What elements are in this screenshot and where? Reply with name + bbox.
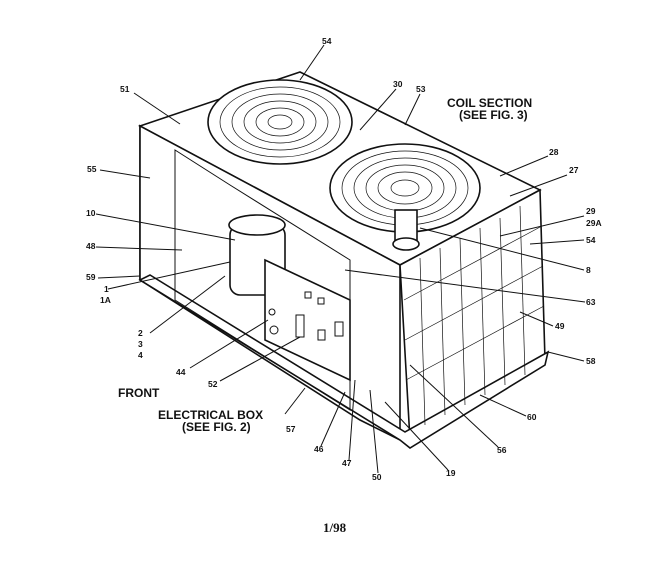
label-52: 52 <box>208 379 218 389</box>
label-2: 2 <box>138 328 143 338</box>
leader-lines <box>95 44 586 474</box>
label-54-side: 54 <box>586 235 596 245</box>
label-50: 50 <box>372 472 382 482</box>
front-caption: FRONT <box>118 386 160 400</box>
label-55: 55 <box>87 164 97 174</box>
label-48: 48 <box>86 241 96 251</box>
label-1A: 1A <box>100 295 111 305</box>
label-49: 49 <box>555 321 565 331</box>
label-8: 8 <box>586 265 591 275</box>
label-44: 44 <box>176 367 186 377</box>
electrical-box <box>264 258 351 382</box>
label-4: 4 <box>138 350 143 360</box>
front-fan-grille <box>329 143 481 233</box>
label-63: 63 <box>586 297 596 307</box>
label-28: 28 <box>549 147 559 157</box>
label-53: 53 <box>416 84 426 94</box>
coil-section-caption: COIL SECTION <box>447 96 532 110</box>
label-47: 47 <box>342 458 352 468</box>
coil-section-ref: (SEE FIG. 3) <box>459 108 528 122</box>
label-51: 51 <box>120 84 130 94</box>
label-27: 27 <box>569 165 579 175</box>
label-30: 30 <box>393 79 403 89</box>
electrical-box-ref: (SEE FIG. 2) <box>182 420 251 434</box>
label-19: 19 <box>446 468 456 478</box>
coil-fins <box>403 205 545 426</box>
rear-fan-grille <box>207 79 353 165</box>
label-54-top: 54 <box>322 36 332 46</box>
label-58: 58 <box>586 356 596 366</box>
label-29: 29 <box>586 206 596 216</box>
label-1: 1 <box>104 284 109 294</box>
label-56: 56 <box>497 445 507 455</box>
label-10: 10 <box>86 208 96 218</box>
label-3: 3 <box>138 339 143 349</box>
label-29A: 29A <box>586 218 602 228</box>
footer-date: 1/98 <box>323 520 347 535</box>
fan-motor <box>392 209 420 251</box>
label-46: 46 <box>314 444 324 454</box>
electrical-box-caption: ELECTRICAL BOX <box>158 408 263 422</box>
label-57: 57 <box>286 424 296 434</box>
label-60: 60 <box>527 412 537 422</box>
label-59: 59 <box>86 272 96 282</box>
